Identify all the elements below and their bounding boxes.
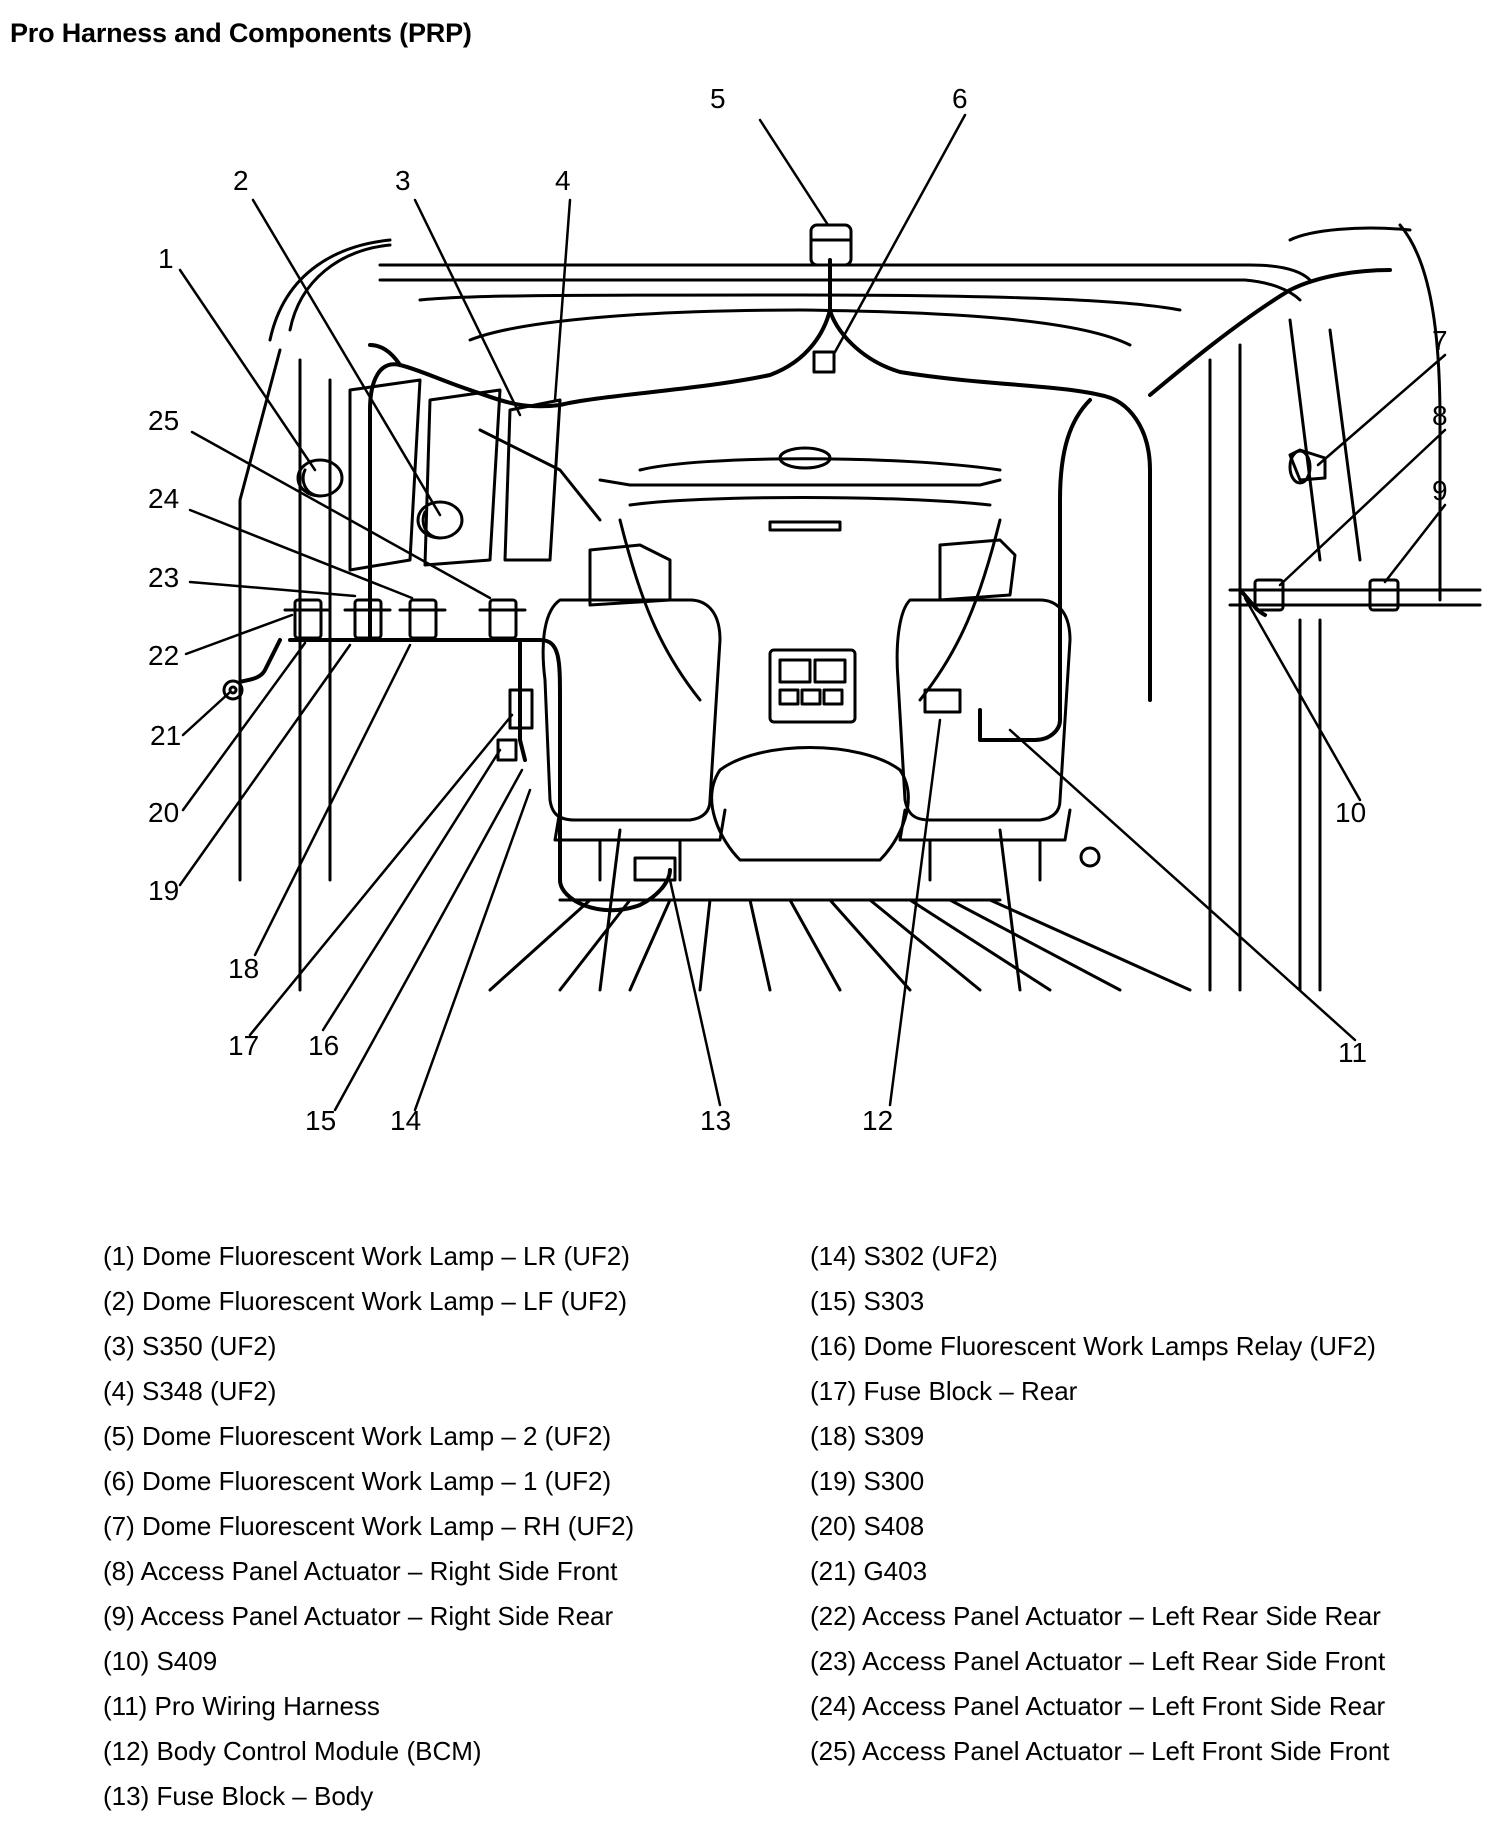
legend-item: (6) Dome Fluorescent Work Lamp – 1 (UF2) [103, 1466, 612, 1496]
legend-item: (14) S302 (UF2) [810, 1241, 998, 1271]
callout-23: 23 [148, 562, 179, 593]
callout-12: 12 [862, 1105, 893, 1136]
legend-item: (13) Fuse Block – Body [103, 1781, 374, 1811]
interior-outline [598, 446, 1022, 992]
legend-item: (10) S409 [103, 1646, 218, 1676]
callout-22: 22 [148, 640, 179, 671]
callout-24: 24 [148, 483, 179, 514]
legend-item: (21) G403 [810, 1556, 928, 1586]
legend-item: (2) Dome Fluorescent Work Lamp – LF (UF2… [103, 1286, 627, 1316]
legend-right-column: (14) S302 (UF2) (15) S303 (16) Dome Fluo… [810, 1234, 1390, 1774]
callout-13: 13 [700, 1105, 731, 1136]
legend-item: (22) Access Panel Actuator – Left Rear S… [810, 1601, 1381, 1631]
cab-outline [238, 223, 1482, 992]
callout-19: 19 [148, 875, 179, 906]
callout-16: 16 [308, 1030, 339, 1061]
callout-25: 25 [148, 405, 179, 436]
callout-21: 21 [150, 720, 181, 751]
callout-3: 3 [395, 165, 411, 196]
legend-item: (16) Dome Fluorescent Work Lamps Relay (… [810, 1331, 1376, 1361]
legend-item: (20) S408 [810, 1511, 925, 1541]
cargo-floor [488, 898, 1192, 992]
legend-item: (8) Access Panel Actuator – Right Side F… [103, 1556, 618, 1586]
legend-item: (4) S348 (UF2) [103, 1376, 277, 1406]
pro-wiring-harness [238, 258, 1392, 913]
legend-item: (24) Access Panel Actuator – Left Front … [810, 1691, 1386, 1721]
harness-diagram: 1 2 3 4 5 6 7 8 9 10 11 12 13 14 15 16 1… [148, 83, 1482, 1136]
legend-item: (11) Pro Wiring Harness [103, 1691, 380, 1721]
callout-6: 6 [952, 83, 968, 114]
leader-lines [178, 113, 1447, 1112]
callout-17: 17 [228, 1030, 259, 1061]
legend-item: (23) Access Panel Actuator – Left Rear S… [810, 1646, 1386, 1676]
components [222, 223, 1400, 868]
callout-8: 8 [1432, 400, 1448, 431]
legend-item: (12) Body Control Module (BCM) [103, 1736, 482, 1766]
callout-5: 5 [710, 83, 726, 114]
callout-7: 7 [1432, 325, 1448, 356]
legend-item: (18) S309 [810, 1421, 925, 1451]
callouts: 1 2 3 4 5 6 7 8 9 10 11 12 13 14 15 16 1… [148, 83, 1448, 1136]
callout-18: 18 [228, 953, 259, 984]
legend-item: (19) S300 [810, 1466, 925, 1496]
callout-11: 11 [1338, 1037, 1367, 1068]
legend-item: (5) Dome Fluorescent Work Lamp – 2 (UF2) [103, 1421, 612, 1451]
callout-1: 1 [158, 243, 174, 274]
callout-15: 15 [305, 1105, 336, 1136]
legend-left-column: (1) Dome Fluorescent Work Lamp – LR (UF2… [103, 1234, 634, 1819]
legend-item: (7) Dome Fluorescent Work Lamp – RH (UF2… [103, 1511, 635, 1541]
callout-10: 10 [1335, 797, 1366, 828]
legend-item: (17) Fuse Block – Rear [810, 1376, 1078, 1406]
legend-item: (3) S350 (UF2) [103, 1331, 277, 1361]
legend-item: (25) Access Panel Actuator – Left Front … [810, 1736, 1390, 1766]
callout-14: 14 [390, 1105, 421, 1136]
legend-item: (1) Dome Fluorescent Work Lamp – LR (UF2… [103, 1241, 630, 1271]
callout-4: 4 [555, 165, 571, 196]
callout-20: 20 [148, 797, 179, 828]
page-title: Pro Harness and Components (PRP) [10, 18, 472, 48]
legend-item: (15) S303 [810, 1286, 925, 1316]
callout-9: 9 [1432, 475, 1448, 506]
left-seat [541, 543, 727, 882]
callout-2: 2 [233, 165, 249, 196]
right-seat [895, 538, 1072, 882]
legend-item: (9) Access Panel Actuator – Right Side R… [103, 1601, 614, 1631]
